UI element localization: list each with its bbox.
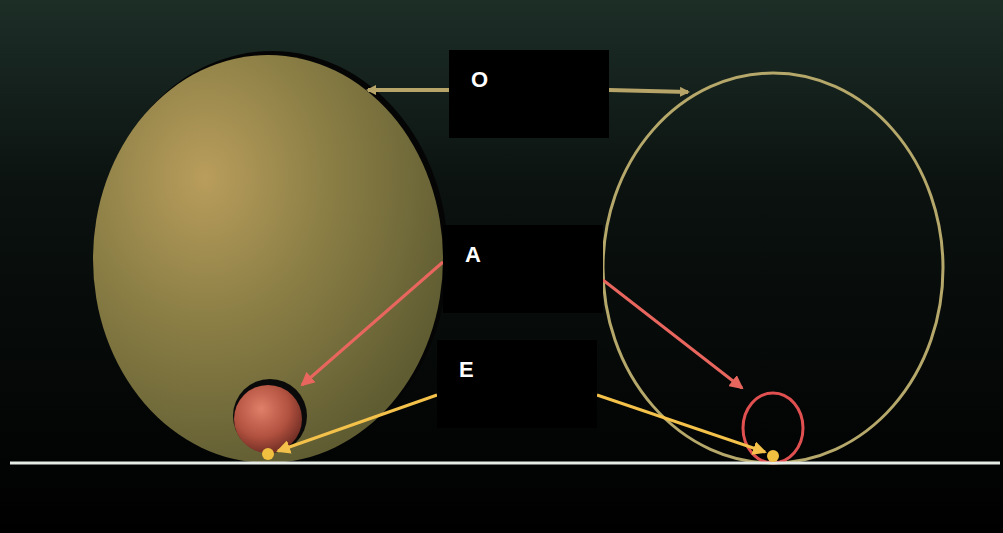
small-sphere	[234, 385, 302, 453]
small-circle	[743, 393, 803, 463]
leader-arrow	[609, 90, 688, 92]
point	[262, 448, 274, 460]
solid-sphere	[93, 55, 443, 463]
leader-arrow	[278, 395, 437, 451]
label-box: O	[449, 50, 609, 138]
outline-circle	[603, 73, 943, 463]
ground-line	[10, 462, 1000, 465]
callout-letter: E	[459, 358, 579, 382]
point	[767, 450, 779, 462]
leader-arrow	[603, 280, 742, 388]
leader-arrow	[302, 262, 443, 385]
callout-letter: O	[471, 68, 591, 92]
callout-letter: A	[465, 243, 585, 267]
label-box: A	[443, 225, 603, 313]
small-sphere-shadow	[233, 379, 307, 453]
label-box: E	[437, 340, 597, 428]
leader-arrow	[368, 88, 449, 92]
leader-arrow	[597, 395, 765, 452]
